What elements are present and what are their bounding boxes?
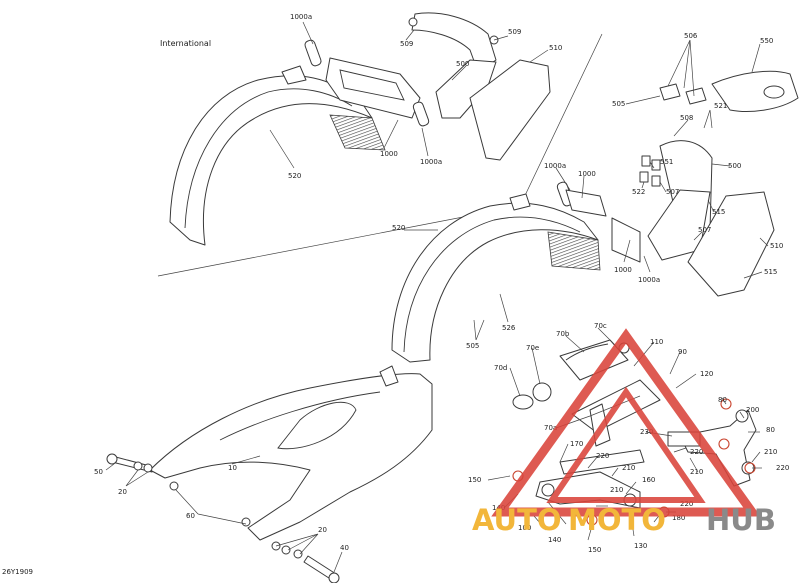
callout-labels: International 1000a 509 509 500 510 506 … — [2, 13, 789, 576]
callout-70a: 70a — [544, 424, 557, 432]
callout-220-c: 220 — [776, 464, 789, 472]
callout-80-b: 80 — [766, 426, 775, 434]
callout-1000a-d: 1000a — [638, 276, 660, 284]
fender-support-international — [408, 12, 551, 161]
rear-fender-center — [391, 181, 607, 363]
callout-1000a-b: 1000a — [420, 158, 442, 166]
callout-220-a: 220 — [596, 452, 609, 460]
callout-170: 170 — [570, 440, 583, 448]
figure-code: 26Y1909 — [2, 568, 33, 576]
callout-210-a: 210 — [764, 448, 777, 456]
watermark-text-hub: HUB — [706, 503, 776, 537]
callout-526: 526 — [502, 324, 516, 332]
callout-90: 90 — [678, 348, 687, 356]
callout-100: 100 — [518, 524, 531, 532]
callout-20-b: 20 — [318, 526, 327, 534]
callout-160: 160 — [642, 476, 655, 484]
callout-70d: 70d — [494, 364, 507, 372]
callout-508: 508 — [680, 114, 693, 122]
callout-70c: 70c — [594, 322, 607, 330]
callout-60: 60 — [186, 512, 195, 520]
callout-140-b: 140 — [548, 536, 561, 544]
rear-fender-international — [169, 65, 386, 246]
callout-110: 110 — [650, 338, 663, 346]
callout-10: 10 — [228, 464, 237, 472]
top-cover — [711, 70, 799, 112]
callout-1000a-top: 1000a — [290, 13, 312, 21]
callout-1000-b: 1000 — [578, 170, 596, 178]
callout-515-b: 515 — [764, 268, 777, 276]
callout-506: 506 — [684, 32, 698, 40]
callout-150-a: 150 — [468, 476, 481, 484]
watermark-logo: AUTO MOTO HUB — [472, 328, 776, 537]
callout-130: 130 — [634, 542, 647, 550]
license-bracket-right — [611, 217, 641, 263]
callout-505-right: 505 — [612, 100, 625, 108]
callout-505-mid: 505 — [466, 342, 479, 350]
callout-1000-a: 1000 — [380, 150, 398, 158]
license-plate-bracket-international — [304, 39, 430, 127]
callout-551: 551 — [660, 158, 673, 166]
callout-1000-c: 1000 — [614, 266, 632, 274]
watermark-triangle-icon — [491, 328, 761, 517]
callout-150-b: 150 — [588, 546, 601, 554]
callout-510-a: 510 — [549, 44, 562, 52]
callout-210-c: 210 — [690, 468, 703, 476]
callout-522: 522 — [632, 188, 645, 196]
callout-210-d: 210 — [610, 486, 623, 494]
callout-515-a: 515 — [712, 208, 725, 216]
callout-220-d: 220 — [680, 500, 693, 508]
callout-180: 180 — [672, 514, 685, 522]
callout-70e: 70e — [526, 344, 539, 352]
callout-500-a: 500 — [456, 60, 469, 68]
callout-230: 230 — [640, 428, 653, 436]
watermark-text-auto: AUTO — [472, 503, 562, 537]
callout-40: 40 — [340, 544, 349, 552]
fender-support-right — [639, 83, 775, 297]
callout-550: 550 — [760, 37, 773, 45]
callout-500-b: 500 — [728, 162, 741, 170]
suspension-linkage — [667, 398, 757, 487]
callout-509-b: 509 — [508, 28, 521, 36]
callout-520-b: 520 — [392, 224, 405, 232]
callout-200: 200 — [746, 406, 759, 414]
callout-509-a: 509 — [400, 40, 413, 48]
region-note: International — [160, 39, 211, 48]
callout-80-a: 80 — [718, 396, 727, 404]
callout-507-a: 507 — [666, 188, 679, 196]
pivot-hardware — [106, 453, 340, 583]
callout-120: 120 — [700, 370, 713, 378]
callout-50: 50 — [94, 468, 103, 476]
callout-20-a: 20 — [118, 488, 127, 496]
callout-220-b: 220 — [690, 448, 703, 456]
leader-lines — [105, 21, 769, 573]
callout-70b: 70b — [556, 330, 570, 338]
callout-507-b: 507 — [698, 226, 711, 234]
callout-520-a: 520 — [288, 172, 301, 180]
watermark-text-moto: MOTO — [568, 503, 666, 537]
callout-510-b: 510 — [770, 242, 783, 250]
callout-210-b: 210 — [622, 464, 635, 472]
swing-arm — [149, 365, 433, 541]
callout-1000a-c: 1000a — [544, 162, 566, 170]
callout-521: 521 — [714, 102, 727, 110]
